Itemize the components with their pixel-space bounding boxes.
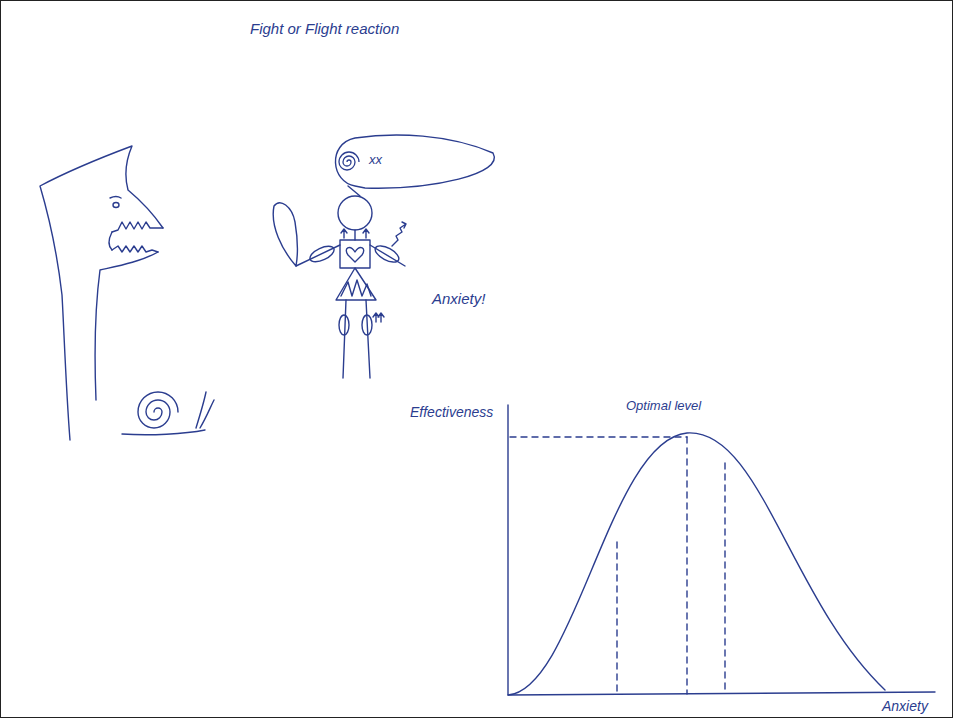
predator-drawing <box>40 146 163 440</box>
axis-label: Effectiveness <box>410 404 493 421</box>
bubble-outline <box>325 132 503 192</box>
bubble-text: xx <box>369 152 503 167</box>
speech-bubble: xx <box>325 132 503 192</box>
axis-label: Anxiety <box>882 698 928 715</box>
title: Fight or Flight reaction <box>250 20 399 38</box>
stick-figure <box>273 196 406 378</box>
anxiety-graph <box>508 405 935 695</box>
snail-drawing <box>122 392 214 435</box>
peak-label: Optimal level <box>626 398 701 414</box>
anxiety-note: Anxiety! <box>432 290 485 308</box>
bubble-tail-line <box>348 186 360 196</box>
